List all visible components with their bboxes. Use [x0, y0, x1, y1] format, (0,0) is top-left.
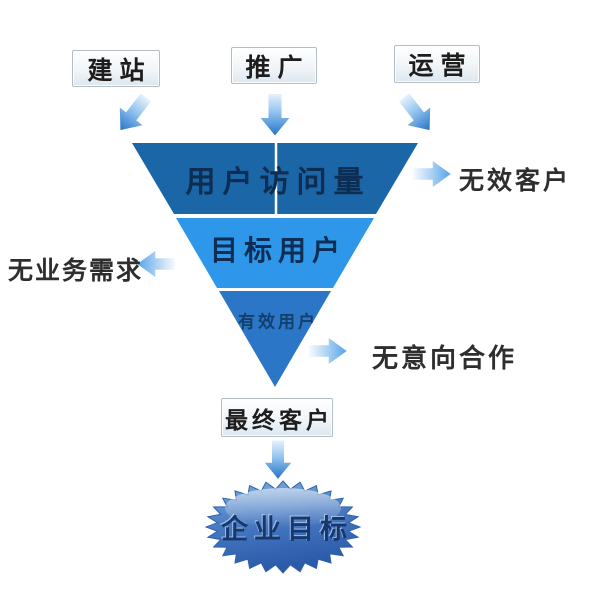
- stage-box-operations: 运营: [394, 45, 480, 83]
- funnel-level-1-label: 用户访问量: [185, 166, 371, 199]
- down-arrow-icon: [260, 438, 296, 482]
- funnel-level-2-label: 目标用户: [209, 235, 347, 266]
- funnel-level-3-label: 有效用户: [238, 312, 318, 332]
- down-arrow-icon: [256, 92, 294, 139]
- down-arrow-icon: [117, 90, 154, 133]
- leak-label-no-business-need: 无业务需求: [8, 257, 144, 285]
- leak-label-invalid-customers: 无效客户: [459, 167, 572, 195]
- right-arrow-icon: [411, 158, 454, 190]
- final-customers-box: 最终客户: [221, 398, 333, 437]
- stage-box-site-building: 建站: [72, 50, 160, 87]
- stage-box-promotion: 推广: [231, 47, 317, 84]
- left-arrow-icon: [134, 248, 177, 280]
- goal-label: 企业目标: [221, 514, 353, 545]
- starburst-highlight: [225, 488, 341, 528]
- funnel-level-2-shape: [176, 218, 374, 288]
- funnel-level-3-shape: [219, 291, 331, 387]
- down-arrow-icon: [396, 90, 433, 133]
- leak-label-no-cooperation-intent: 无意向合作: [372, 343, 518, 373]
- right-arrow-icon: [307, 335, 350, 367]
